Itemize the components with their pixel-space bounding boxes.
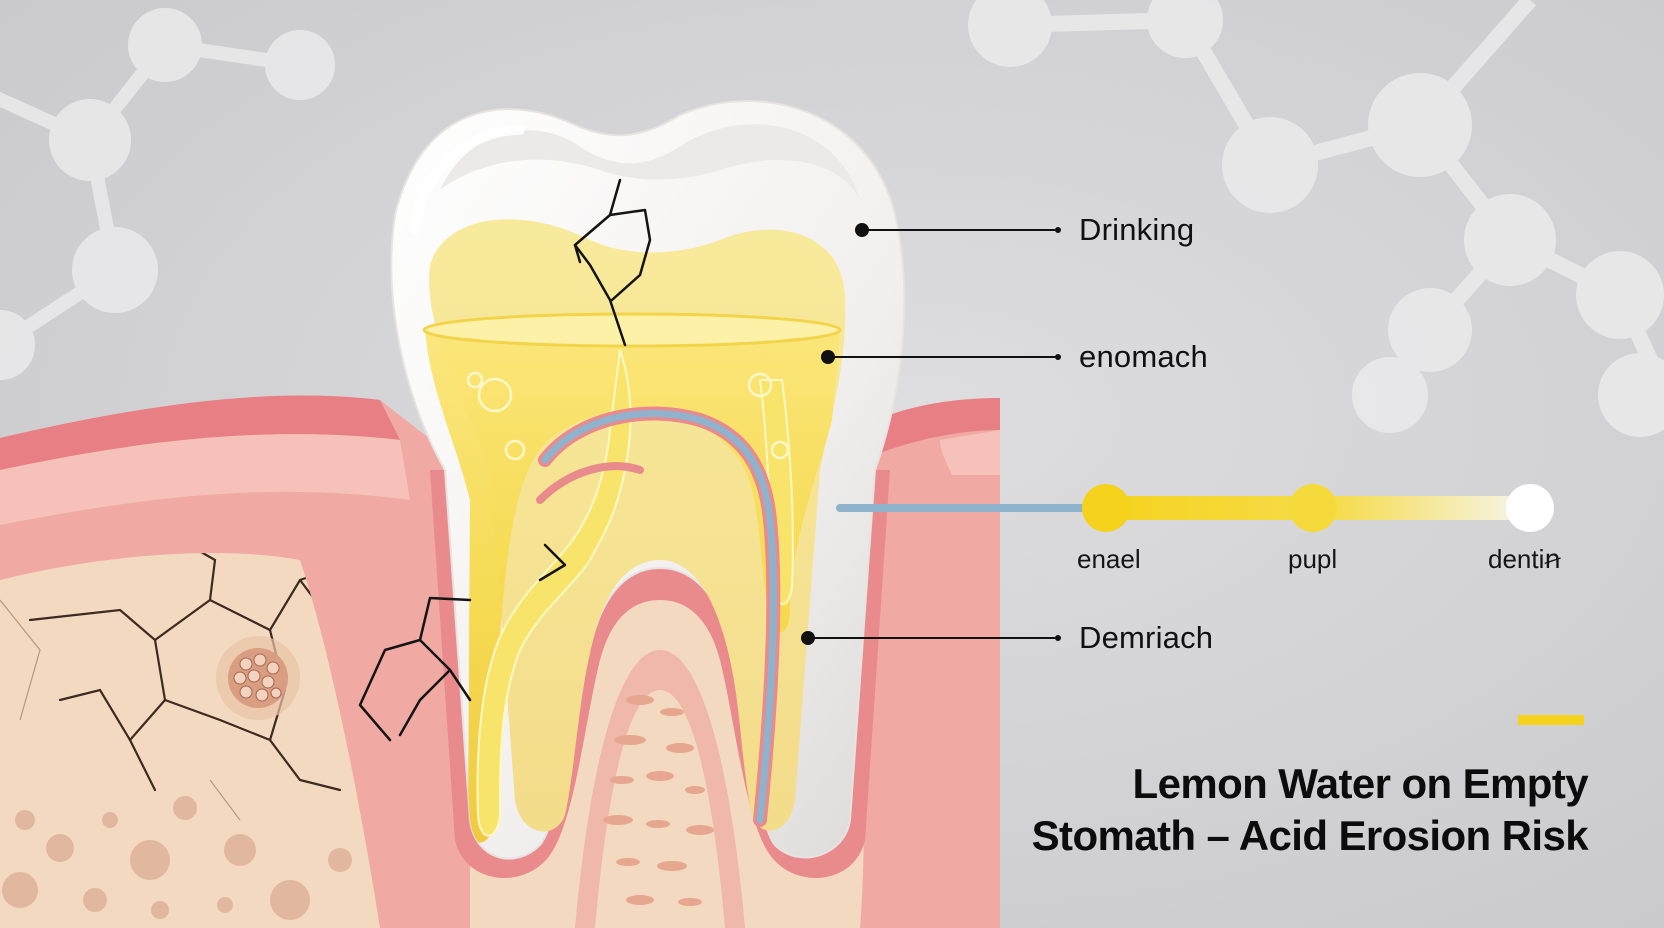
callout-label-enomach: enomach bbox=[1079, 339, 1208, 374]
erosion-scale-bar bbox=[836, 484, 1554, 532]
callout-dot-enomach bbox=[821, 350, 835, 364]
callout-dots bbox=[801, 223, 1061, 645]
inter-root-bone bbox=[575, 650, 745, 928]
callout-label-drinking: Drinking bbox=[1079, 212, 1195, 247]
title-line-1: Lemon Water on Empty bbox=[1132, 760, 1589, 807]
scale-marker-pupl bbox=[1289, 484, 1337, 532]
callout-dot-drinking bbox=[855, 223, 869, 237]
scale-marker-enael bbox=[1082, 484, 1130, 532]
enamel-crack bbox=[358, 178, 652, 742]
tooth bbox=[358, 100, 906, 878]
molecule-pattern-right bbox=[968, 0, 1664, 437]
callout-leaders bbox=[808, 229, 1058, 639]
scale-marker-dentin bbox=[1506, 484, 1554, 532]
callout-label-demriach: Demriach bbox=[1079, 620, 1214, 655]
title-line-2: Stomath – Acid Erosion Risk bbox=[1031, 812, 1589, 859]
scale-label-dentin: dentiꞥ bbox=[1488, 544, 1561, 574]
callout-dot-demriach bbox=[801, 631, 815, 645]
scale-label-pupl: pupl bbox=[1288, 544, 1338, 574]
accent-dash bbox=[1518, 715, 1584, 725]
molecule-pattern-left bbox=[0, 8, 335, 380]
page-title: Lemon Water on Empty Stomath – Acid Eros… bbox=[1031, 758, 1589, 862]
bone-cell-cluster bbox=[216, 636, 300, 720]
scale-label-enael: enael bbox=[1077, 544, 1141, 574]
